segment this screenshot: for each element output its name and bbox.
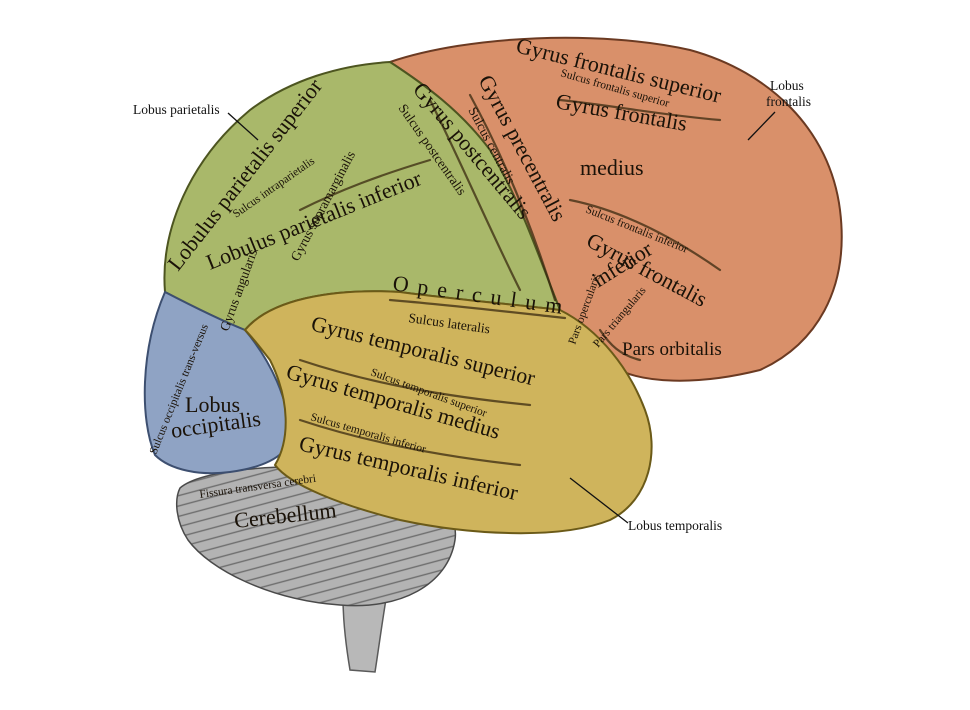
label-lobus-parietalis: Lobus parietalis [133, 102, 220, 117]
occipital-lobe [143, 290, 292, 475]
temporal-lobe [243, 290, 653, 535]
leader-lobus-parietalis [227, 112, 259, 141]
label-pars-orbitalis: Pars orbitalis [622, 339, 722, 360]
label-lobus-occipitalis-1: Lobus [185, 392, 240, 417]
label-lobus-frontalis-2: frontalis [766, 94, 811, 109]
leader-lines [227, 111, 776, 524]
label-medius: medius [580, 155, 644, 180]
leader-lobus-temporalis [569, 477, 629, 524]
label-lobus-temporalis: Lobus temporalis [628, 518, 722, 533]
leader-lobus-frontalis [747, 111, 776, 141]
sulci-lines [298, 93, 722, 467]
label-lobus-frontalis-1: Lobus [770, 78, 804, 93]
